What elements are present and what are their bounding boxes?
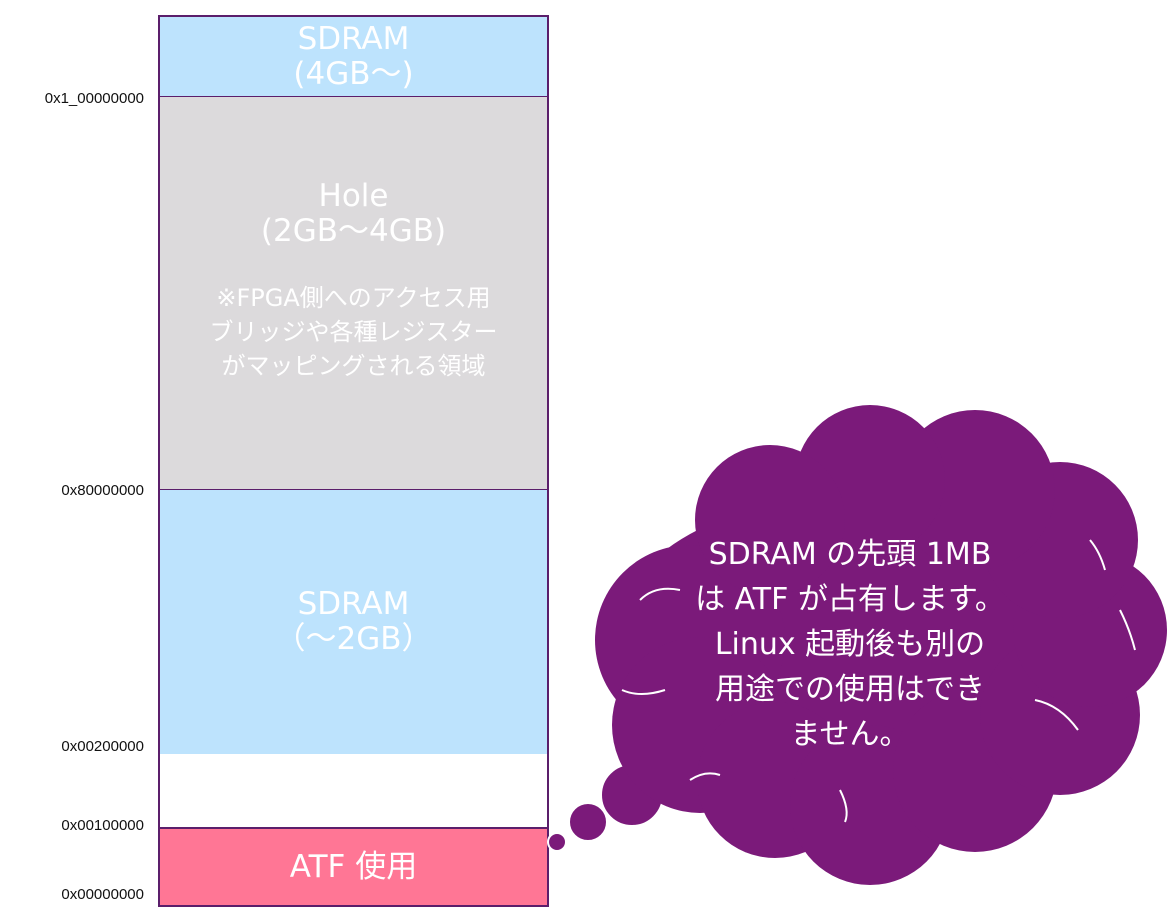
address-label: 0x1_00000000	[44, 90, 144, 107]
cloud-lobe-outlines	[621, 539, 1136, 823]
hole-title: Hole	[318, 178, 389, 214]
atf-region: ATF 使用	[158, 827, 549, 907]
sdram-high-title: SDRAM	[297, 20, 410, 57]
sdram-high-range: (4GB〜)	[293, 55, 414, 92]
thought-bubble-small	[547, 832, 567, 852]
sdram-high-region: SDRAM (4GB〜)	[158, 15, 549, 98]
unlabeled-region	[158, 754, 549, 828]
thought-bubble-medium	[568, 802, 608, 842]
address-label: 0x00000000	[61, 886, 144, 903]
callout-text: SDRAM の先頭 1MB は ATF が占有します。 Linux 起動後も別の…	[640, 532, 1060, 757]
callout-line: は ATF が占有します。	[695, 582, 1005, 617]
hole-range: (2GB〜4GB)	[260, 213, 447, 249]
callout-line: ません。	[790, 717, 910, 752]
callout-line: SDRAM の先頭 1MB	[708, 537, 992, 572]
hole-note: ※FPGA側へのアクセス用 ブリッジや各種レジスター がマッピングされる領域	[210, 281, 498, 383]
sdram-low-region: SDRAM （〜2GB）	[158, 489, 549, 755]
sdram-low-range: （〜2GB）	[274, 621, 433, 657]
hole-note-line: がマッピングされる領域	[221, 352, 486, 380]
callout-line: Linux 起動後も別の	[714, 627, 986, 662]
hole-note-line: ※FPGA側へのアクセス用	[216, 284, 491, 312]
sdram-low-title: SDRAM	[297, 586, 410, 622]
hole-note-line: ブリッジや各種レジスター	[209, 318, 498, 346]
callout-line: 用途での使用はでき	[715, 672, 985, 707]
address-label: 0x80000000	[61, 482, 144, 499]
atf-label: ATF 使用	[289, 848, 418, 885]
address-label: 0x00100000	[61, 817, 144, 834]
address-label: 0x00200000	[61, 738, 144, 755]
cloud-body	[595, 405, 1167, 885]
hole-region: Hole (2GB〜4GB) ※FPGA側へのアクセス用 ブリッジや各種レジスタ…	[158, 97, 549, 490]
